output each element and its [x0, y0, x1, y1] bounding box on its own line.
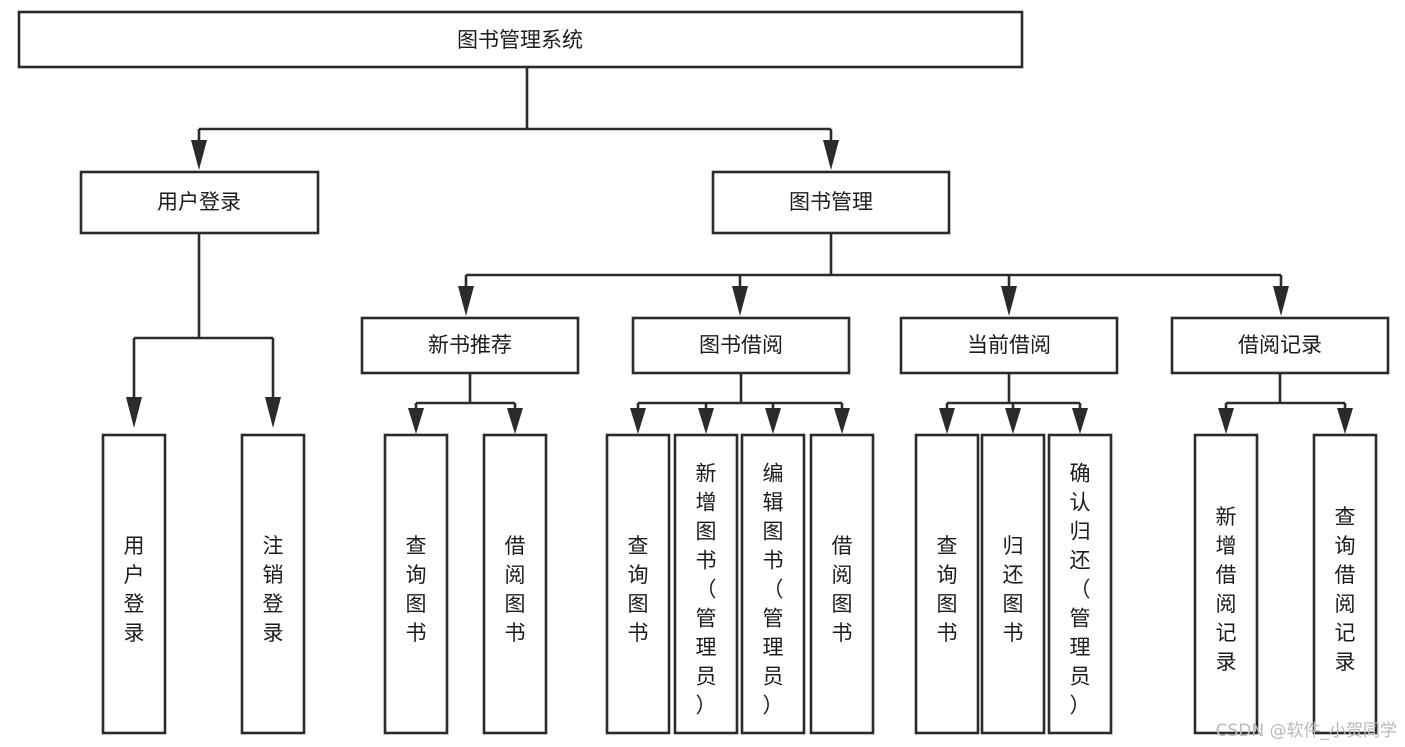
leaf-label: 注销登录: [263, 534, 284, 645]
leaf-node-borrow-add-book[interactable]: 新增图书（管理员）: [673, 433, 739, 735]
arrow-head-icon: [265, 397, 281, 428]
level2-label-borrow-record: 借阅记录: [1238, 333, 1322, 357]
leaf-node-recommend-borrow-book[interactable]: 借阅图书: [482, 433, 548, 735]
node-book-borrow[interactable]: 图书借阅: [631, 316, 851, 375]
leaf-node-current-confirm-return[interactable]: 确认归还（管理员）: [1047, 433, 1113, 735]
arrow-head-icon: [1218, 408, 1234, 434]
level1-label-book-management: 图书管理: [789, 190, 873, 214]
connector-book-management-to-level2: [458, 233, 1289, 316]
leaf-node-user-login-login[interactable]: 用户登录: [101, 433, 167, 735]
arrow-head-icon: [191, 140, 207, 170]
leaf-box[interactable]: [673, 433, 739, 735]
leaf-node-borrow-query-book[interactable]: 查询图书: [605, 433, 671, 735]
node-user-login[interactable]: 用户登录: [79, 170, 320, 235]
leaf-node-borrow-borrow-book[interactable]: 借阅图书: [809, 433, 875, 735]
level2-box-current-borrow[interactable]: [899, 316, 1119, 375]
leaf-box[interactable]: [740, 433, 806, 735]
level2-label-book-borrow: 图书借阅: [699, 333, 783, 357]
node-book-management[interactable]: 图书管理: [711, 170, 951, 235]
arrow-head-icon: [939, 408, 955, 434]
leaf-node-current-return-book[interactable]: 归还图书: [980, 433, 1046, 735]
arrow-head-icon: [732, 286, 748, 316]
leaf-label: 新增图书（管理员）: [696, 461, 717, 717]
arrow-head-icon: [823, 140, 839, 170]
connector-current-borrow-to-leaves: [939, 373, 1088, 434]
leaf-label: 查询图书: [937, 534, 958, 645]
leaf-label: 查询图书: [406, 534, 427, 645]
level1-box-user-login[interactable]: [79, 170, 320, 235]
leaf-label: 新增借阅记录: [1216, 505, 1237, 674]
arrow-head-icon: [126, 397, 142, 428]
connector-borrow-record-to-leaves: [1218, 373, 1353, 434]
level1-label-user-login: 用户登录: [157, 190, 241, 214]
leaf-box[interactable]: [101, 433, 167, 735]
leaf-node-record-add-record[interactable]: 新增借阅记录: [1193, 433, 1259, 735]
connector-root-to-level1: [191, 67, 839, 170]
arrow-head-icon: [507, 408, 523, 434]
leaf-box[interactable]: [1047, 433, 1113, 735]
leaf-node-user-login-logout[interactable]: 注销登录: [240, 433, 306, 735]
level2-label-new-book-recommend: 新书推荐: [428, 333, 512, 357]
arrow-head-icon: [1005, 408, 1021, 434]
node-root[interactable]: 图书管理系统: [17, 10, 1024, 69]
arrow-head-icon: [408, 408, 424, 434]
level2-box-new-book-recommend[interactable]: [360, 316, 580, 375]
arrow-head-icon: [698, 408, 714, 434]
leaf-box[interactable]: [482, 433, 548, 735]
leaf-node-current-query-book[interactable]: 查询图书: [914, 433, 980, 735]
root-box[interactable]: [17, 10, 1024, 69]
leaf-node-recommend-query-book[interactable]: 查询图书: [383, 433, 449, 735]
node-current-borrow[interactable]: 当前借阅: [899, 316, 1119, 375]
arrow-head-icon: [1001, 286, 1017, 316]
leaf-node-borrow-edit-book[interactable]: 编辑图书（管理员）: [740, 433, 806, 735]
level2-label-current-borrow: 当前借阅: [967, 333, 1051, 357]
arrow-head-icon: [630, 408, 646, 434]
leaf-box[interactable]: [383, 433, 449, 735]
leaf-box[interactable]: [240, 433, 306, 735]
leaf-label: 用户登录: [124, 534, 145, 645]
leaf-box[interactable]: [1193, 433, 1259, 735]
arrow-head-icon: [765, 408, 781, 434]
root-label: 图书管理系统: [457, 28, 583, 52]
arrow-head-icon: [1337, 408, 1353, 434]
leaf-label: 确认归还（管理员）: [1070, 461, 1091, 717]
leaf-label: 编辑图书（管理员）: [763, 461, 784, 717]
leaf-label: 查询借阅记录: [1335, 505, 1356, 674]
leaf-box[interactable]: [605, 433, 671, 735]
arrow-head-icon: [458, 286, 474, 316]
connector-book-borrow-to-leaves: [630, 373, 850, 434]
leaf-box[interactable]: [980, 433, 1046, 735]
leaf-label: 归还图书: [1003, 534, 1024, 645]
leaf-label: 查询图书: [628, 534, 649, 645]
connector-new-book-recommend-to-leaves: [408, 373, 523, 434]
connector-user-login-to-leaves: [126, 233, 281, 428]
arrow-head-icon: [834, 408, 850, 434]
leaf-label: 借阅图书: [832, 534, 853, 645]
arrow-head-icon: [1072, 408, 1088, 434]
node-borrow-record[interactable]: 借阅记录: [1170, 316, 1390, 375]
leaf-box[interactable]: [809, 433, 875, 735]
leaf-node-record-query-record[interactable]: 查询借阅记录: [1312, 433, 1378, 735]
leaf-label: 借阅图书: [505, 534, 526, 645]
leaf-box[interactable]: [1312, 433, 1378, 735]
node-new-book-recommend[interactable]: 新书推荐: [360, 316, 580, 375]
leaf-box[interactable]: [914, 433, 980, 735]
arrow-head-icon: [1273, 286, 1289, 316]
